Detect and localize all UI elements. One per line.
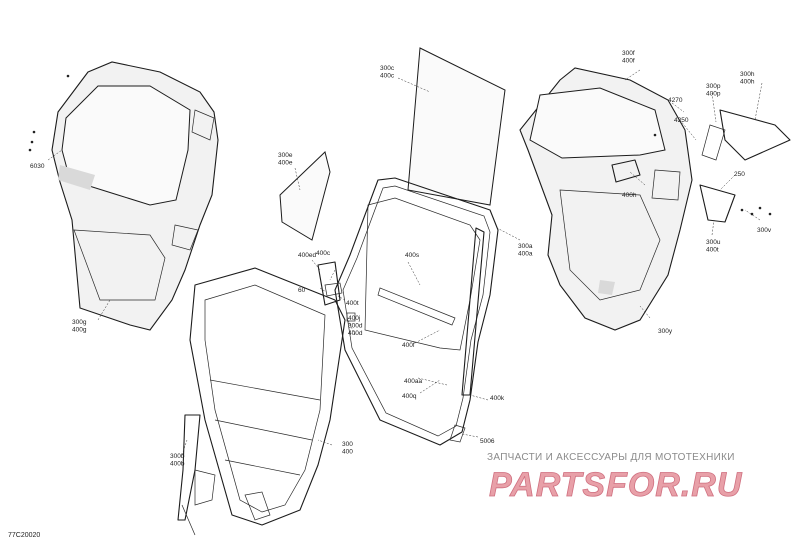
callout-label: 60 [298, 287, 306, 294]
callout-label: 400ed [298, 252, 316, 259]
fasteners [28, 74, 772, 216]
callout-label: 300v [757, 227, 772, 234]
callout-label: 5006 [480, 438, 495, 445]
callout-label: 6030 [30, 163, 45, 170]
leader-lines [47, 69, 763, 456]
main-glass [407, 47, 506, 206]
callout-label: 4250 [674, 117, 689, 124]
watermark-logo-text: PARTSFOR.RU [489, 466, 743, 504]
callout-label: 400c [316, 250, 331, 257]
diagram-code: 77C20020 [8, 532, 41, 539]
window-regulator [177, 414, 216, 536]
callout-label: 400s [405, 252, 420, 259]
callout-label: 400aa [404, 378, 422, 385]
door-handle-parts [611, 109, 791, 223]
small-glass [279, 151, 331, 241]
watermark-logo: PARTSFOR.RU [489, 466, 743, 504]
door-seal-frame [334, 177, 499, 446]
callout-label: 400q [402, 393, 417, 400]
callout-label: 4270 [668, 97, 683, 104]
callout-label: 250 [734, 171, 745, 178]
door-outer-panel [51, 61, 219, 331]
callout-label: 400h [622, 192, 637, 199]
door-inner-panel [519, 67, 693, 331]
callout-label: 300y [658, 328, 673, 335]
callout-label: 400t [346, 300, 359, 307]
callout-label: 400f [402, 342, 415, 349]
latch-parts [317, 261, 466, 443]
door-inner-frame [189, 267, 346, 526]
watermark-caption: ЗАПЧАСТИ И АКСЕССУАРЫ ДЛЯ МОТОТЕХНИКИ [487, 452, 735, 463]
callout-label: 400k [490, 395, 505, 402]
